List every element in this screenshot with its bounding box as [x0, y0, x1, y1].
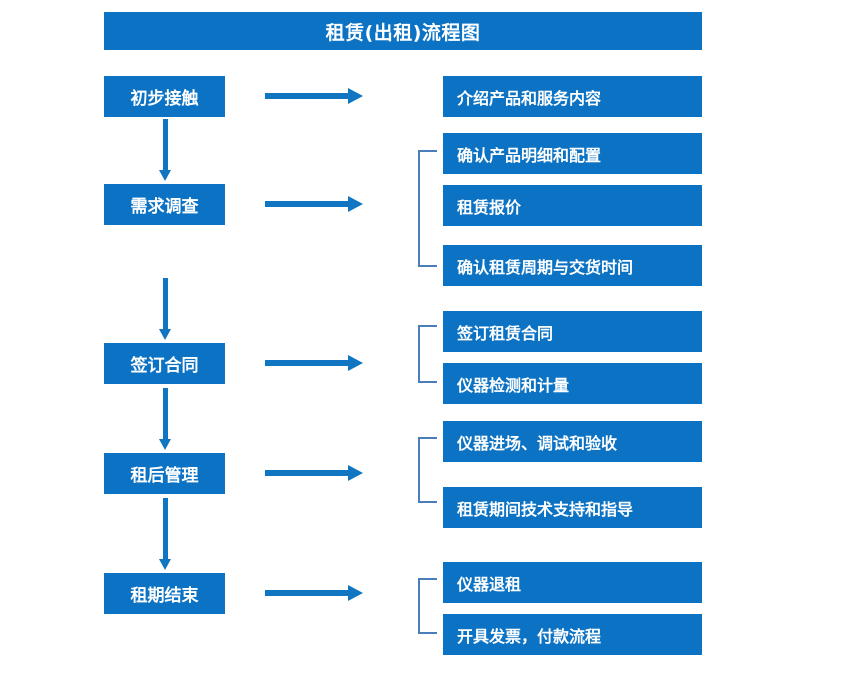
diagram-title: 租赁(出租)流程图 [104, 12, 702, 50]
stage-box-lease-end[interactable]: 租期结束 [104, 573, 225, 614]
arrow-head-icon [159, 329, 171, 340]
horizontal-arrow-3 [265, 355, 363, 371]
arrow-head-icon [348, 196, 363, 212]
arrow-shaft [163, 498, 168, 559]
detail-box-invoice-payment[interactable]: 开具发票，付款流程 [443, 614, 702, 655]
arrow-shaft [265, 93, 349, 99]
detail-box-instrument-return[interactable]: 仪器退租 [443, 562, 702, 603]
vertical-arrow-3 [159, 388, 172, 450]
horizontal-arrow-5 [265, 585, 363, 601]
arrow-shaft [163, 388, 168, 439]
arrow-head-icon [348, 88, 363, 104]
stage-box-sign-contract[interactable]: 签订合同 [104, 343, 225, 384]
detail-box-sign-lease-contract[interactable]: 签订租赁合同 [443, 311, 702, 352]
vertical-arrow-1 [159, 119, 172, 181]
arrow-head-icon [159, 439, 171, 450]
arrow-shaft [265, 590, 349, 596]
group-bracket-post-lease-management [418, 437, 437, 503]
arrow-head-icon [348, 355, 363, 371]
vertical-arrow-4 [159, 498, 172, 570]
arrow-head-icon [348, 585, 363, 601]
horizontal-arrow-4 [265, 465, 363, 481]
arrow-head-icon [159, 559, 171, 570]
detail-box-instrument-inspection[interactable]: 仪器检测和计量 [443, 363, 702, 404]
detail-box-confirm-lease-period[interactable]: 确认租赁周期与交货时间 [443, 245, 702, 286]
group-bracket-requirement-survey [418, 150, 437, 267]
stage-box-initial-contact[interactable]: 初步接触 [104, 76, 225, 117]
horizontal-arrow-1 [265, 88, 363, 104]
detail-box-technical-support[interactable]: 租赁期间技术支持和指导 [443, 487, 702, 528]
detail-box-lease-quotation[interactable]: 租赁报价 [443, 185, 702, 226]
group-bracket-sign-contract [418, 325, 437, 383]
group-bracket-lease-end [418, 578, 437, 634]
vertical-arrow-2 [159, 278, 172, 340]
arrow-shaft [265, 360, 349, 366]
stage-box-requirement-survey[interactable]: 需求调查 [104, 184, 225, 225]
horizontal-arrow-2 [265, 196, 363, 212]
arrow-head-icon [348, 465, 363, 481]
arrow-shaft [265, 470, 349, 476]
arrow-shaft [265, 201, 349, 207]
stage-box-post-lease-management[interactable]: 租后管理 [104, 453, 225, 494]
detail-box-instrument-entry-commissioning[interactable]: 仪器进场、调试和验收 [443, 421, 702, 462]
arrow-head-icon [159, 170, 171, 181]
detail-box-introduce-products[interactable]: 介绍产品和服务内容 [443, 76, 702, 117]
arrow-shaft [163, 119, 168, 170]
detail-box-confirm-product-spec[interactable]: 确认产品明细和配置 [443, 133, 702, 174]
arrow-shaft [163, 278, 168, 329]
